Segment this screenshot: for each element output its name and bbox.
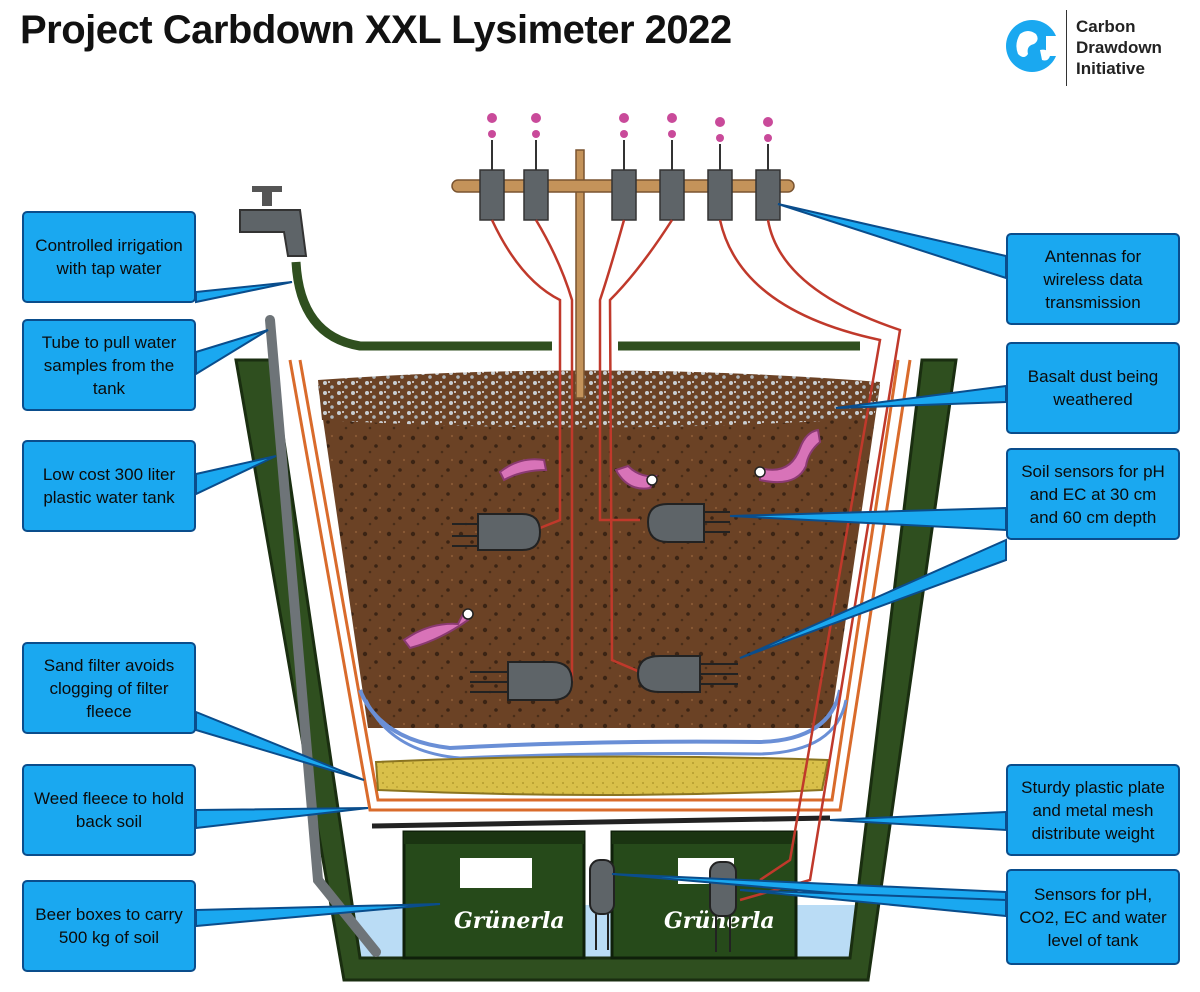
sand-filter: [374, 755, 830, 796]
soil-sensor-1: [452, 513, 542, 551]
logo-line-1: Carbon: [1076, 17, 1136, 36]
soil-sensor-2: [646, 503, 730, 543]
sensor-cables: [490, 219, 902, 902]
logo-divider: [1066, 10, 1067, 86]
callout-soil-sensors: Soil sensors for pH and EC at 30 cm and …: [1006, 448, 1180, 540]
worm-eyes: [462, 466, 766, 620]
plastic-plate: [371, 815, 831, 829]
callout-fleece: Weed fleece to hold back soil: [22, 764, 196, 856]
callout-tank-sensors: Sensors for pH, CO2, EC and water level …: [1006, 869, 1180, 965]
soil-sensor-4: [636, 655, 738, 693]
soil-sensor-3: [470, 661, 574, 701]
beer-crate-left: [402, 830, 586, 960]
callout-tube: Tube to pull water samples from the tank: [22, 319, 196, 411]
antenna-group: [479, 169, 781, 221]
logo-line-2: Drawdown: [1076, 38, 1162, 57]
callout-basalt: Basalt dust being weathered: [1006, 342, 1180, 434]
callout-irrigation: Controlled irrigation with tap water: [22, 211, 196, 303]
water-tank: [234, 358, 958, 982]
carbon-drawdown-logo: [1006, 20, 1060, 72]
sampling-tube: [265, 315, 381, 957]
tank-liner: [288, 359, 912, 812]
tank-sensor-2: [709, 861, 737, 952]
callout-antennas: Antennas for wireless data transmission: [1006, 233, 1180, 325]
callout-plate: Sturdy plastic plate and metal mesh dist…: [1006, 764, 1180, 856]
callout-sand: Sand filter avoids clogging of filter fl…: [22, 642, 196, 734]
crate-label-left: Grünerla: [454, 908, 565, 934]
logo-line-3: Initiative: [1076, 59, 1145, 78]
weed-fleece: [358, 689, 842, 751]
callout-tank: Low cost 300 liter plastic water tank: [22, 440, 196, 532]
callout-beer: Beer boxes to carry 500 kg of soil: [22, 880, 196, 972]
irrigation-hose-left: [291, 261, 552, 351]
antenna-tips: [487, 113, 773, 142]
page-title: Project Carbdown XXL Lysimeter 2022: [20, 8, 732, 52]
soil-body: [318, 385, 880, 728]
worm-icon: [402, 428, 822, 650]
faucet-icon: [239, 186, 308, 257]
tank-sensor-1: [589, 859, 615, 950]
callout-pointers: [195, 203, 1007, 928]
logo-text: Carbon Drawdown Initiative: [1076, 16, 1162, 79]
beer-crate-right: [610, 830, 798, 960]
antenna-pole: [575, 149, 585, 399]
